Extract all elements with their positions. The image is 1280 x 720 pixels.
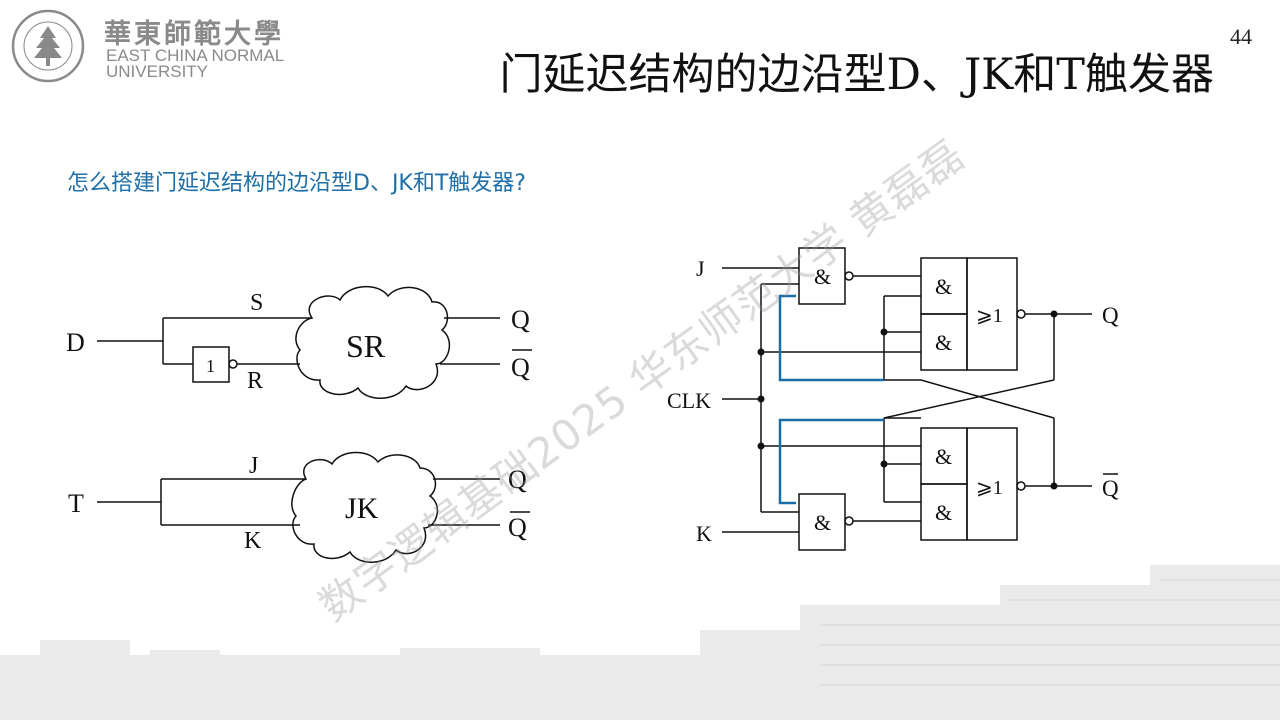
not-gate-symbol: 1 bbox=[206, 356, 215, 376]
s-label: S bbox=[250, 290, 263, 316]
jk-gate-diagram bbox=[722, 247, 1092, 551]
question-text: 怎么搭建门延迟结构的边沿型D、JK和T触发器? bbox=[67, 171, 526, 196]
junction-dots bbox=[757, 310, 1058, 490]
jk-block-label: JK bbox=[345, 492, 379, 525]
inversion-bubble bbox=[228, 359, 238, 369]
university-seal-icon bbox=[11, 9, 85, 83]
sr-cloud bbox=[295, 285, 451, 399]
d-flip-flop-diagram bbox=[97, 285, 532, 399]
and-bottom-2-symbol: & bbox=[935, 500, 952, 525]
jk-j-input-label: J bbox=[696, 256, 705, 281]
university-logo: 華東師範大學 EAST CHINA NORMAL UNIVERSITY bbox=[8, 6, 308, 84]
and-bottom-1-symbol: & bbox=[935, 444, 952, 469]
jk-k-input-label: K bbox=[696, 521, 712, 546]
highlight-wires bbox=[778, 294, 884, 505]
and-top-2-symbol: & bbox=[935, 330, 952, 355]
and-top-1-symbol: & bbox=[935, 274, 952, 299]
nand-top-symbol: & bbox=[814, 264, 831, 289]
logo-chinese-name: 華東師範大學 bbox=[104, 19, 284, 50]
j-label: J bbox=[249, 453, 258, 479]
d-qbar-label: Q bbox=[511, 353, 530, 382]
slide-title: 门延迟结构的边沿型D、JK和T触发器 bbox=[499, 50, 1214, 100]
t-flip-flop-diagram bbox=[97, 451, 530, 563]
t-input-label: T bbox=[68, 489, 84, 518]
r-label: R bbox=[247, 368, 263, 394]
nor-top-symbol: ⩾1 bbox=[976, 305, 1003, 327]
sr-block-label: SR bbox=[346, 328, 386, 364]
jk-qbar-output-label: Q bbox=[1102, 476, 1119, 501]
nor-bottom-symbol: ⩾1 bbox=[976, 477, 1003, 499]
t-q-label: Q bbox=[508, 465, 527, 494]
logo-english-name: EAST CHINA NORMAL UNIVERSITY bbox=[106, 46, 285, 81]
page-number: 44 bbox=[1230, 24, 1252, 49]
jk-q-output-label: Q bbox=[1102, 303, 1119, 328]
d-input-label: D bbox=[66, 328, 85, 357]
t-qbar-label: Q bbox=[508, 513, 527, 542]
jk-cloud bbox=[291, 451, 439, 563]
k-label: K bbox=[244, 528, 262, 554]
d-q-label: Q bbox=[511, 305, 530, 334]
clk-input-label: CLK bbox=[667, 388, 711, 413]
nand-bottom-symbol: & bbox=[814, 510, 831, 535]
logo-english-line-1: EAST CHINA NORMAL bbox=[106, 46, 285, 65]
logo-english-line-2: UNIVERSITY bbox=[106, 62, 209, 81]
